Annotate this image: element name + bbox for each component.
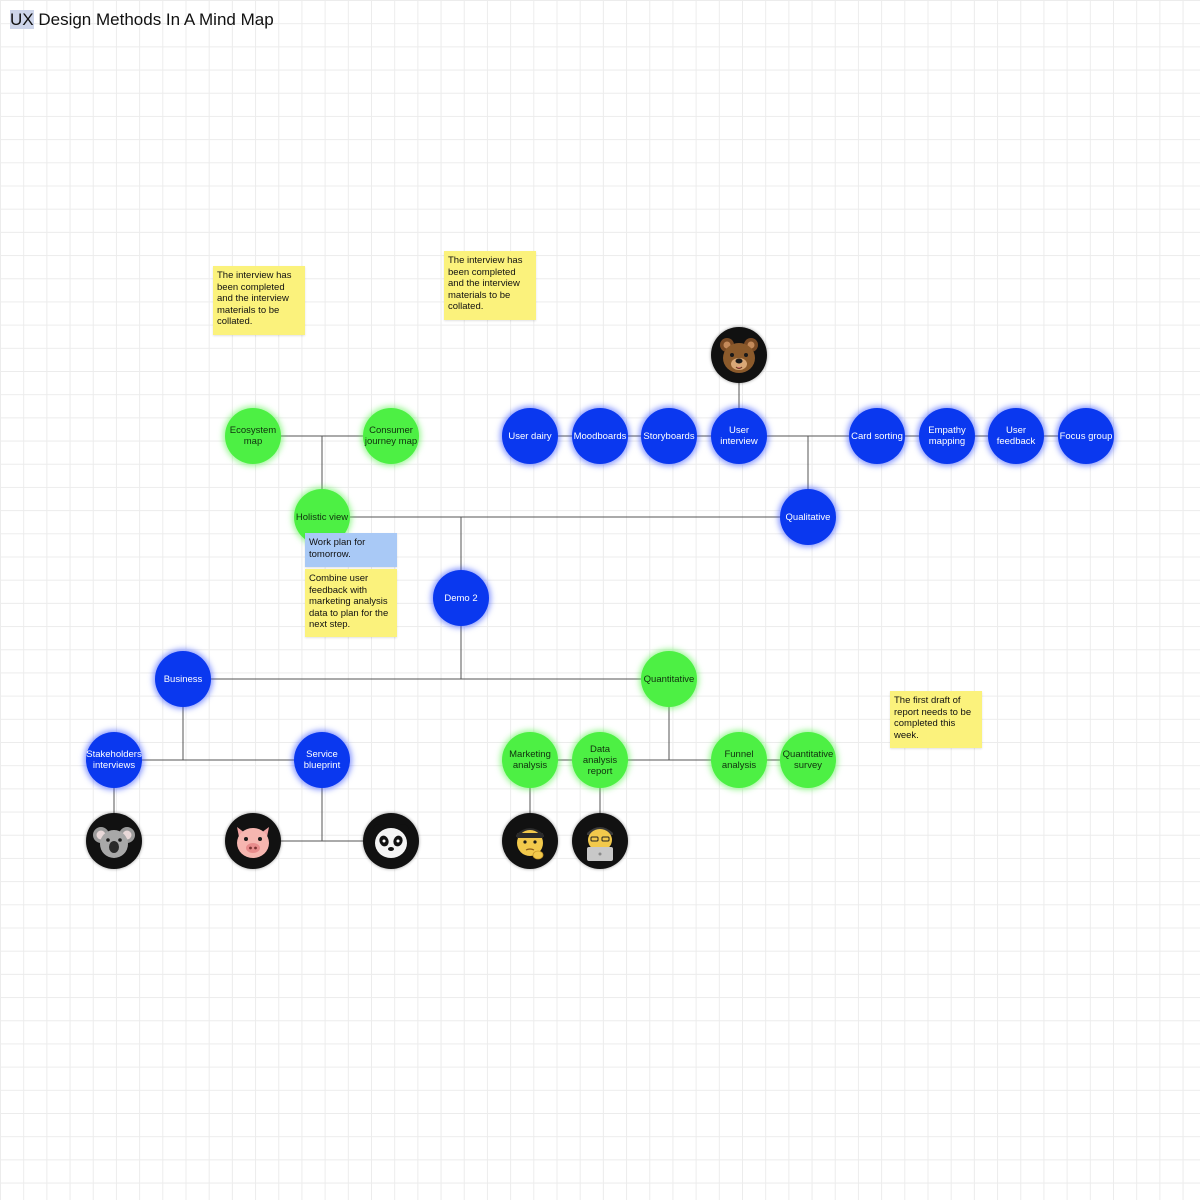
node-label: Quantitative survey <box>782 749 834 771</box>
panda-icon <box>373 824 409 858</box>
node-label: Moodboards <box>573 430 627 442</box>
note-text: The interview has been completed and the… <box>217 270 292 327</box>
note-text: Combine user feedback with marketing ana… <box>309 573 389 630</box>
node-label: Quantitative <box>643 673 695 685</box>
title-rest: Design Methods In A Mind Map <box>33 10 274 29</box>
node-quantitative-survey[interactable]: Quantitative survey <box>780 732 836 788</box>
node-label: Data analysis report <box>582 743 618 777</box>
pig-icon <box>237 827 269 858</box>
bear-icon <box>720 338 758 373</box>
node-user-feedback[interactable]: User feedback <box>988 408 1044 464</box>
node-service-blueprint[interactable]: Service blueprint <box>294 732 350 788</box>
node-label: Stakeholders interviews <box>86 749 142 771</box>
node-storyboards[interactable]: Storyboards <box>641 408 697 464</box>
node-label: Empathy mapping <box>928 425 966 447</box>
node-label: Storyboards <box>643 430 695 442</box>
sticky-note[interactable]: The first draft of report needs to be co… <box>890 691 982 748</box>
note-text: The interview has been completed and the… <box>448 255 523 312</box>
sticky-note-blue[interactable]: Work plan for tomorrow. <box>305 533 397 567</box>
node-funnel-analysis[interactable]: Funnel analysis <box>711 732 767 788</box>
node-user-interview[interactable]: User interview <box>711 408 767 464</box>
node-card-sorting[interactable]: Card sorting <box>849 408 905 464</box>
node-label: Holistic view <box>295 511 349 523</box>
sticky-note[interactable]: The interview has been completed and the… <box>213 266 305 335</box>
node-label: Qualitative <box>785 511 831 523</box>
node-label: Ecosystem map <box>229 425 277 447</box>
node-label: Marketing analysis <box>509 749 551 771</box>
title-highlight: UX <box>10 10 34 29</box>
node-label: Demo 2 <box>444 592 478 604</box>
note-text: Work plan for tomorrow. <box>309 537 366 560</box>
sticky-note[interactable]: Combine user feedback with marketing ana… <box>305 569 397 637</box>
node-moodboards[interactable]: Moodboards <box>572 408 628 464</box>
koala-avatar-icon[interactable] <box>86 813 142 869</box>
node-label: User feedback <box>996 425 1036 447</box>
thinking-person-avatar-icon[interactable] <box>502 813 558 869</box>
node-label: User interview <box>720 425 758 447</box>
node-label: Card sorting <box>851 430 903 442</box>
node-marketing-analysis[interactable]: Marketing analysis <box>502 732 558 788</box>
laptop-person-icon <box>587 827 613 861</box>
node-empathy-mapping[interactable]: Empathy mapping <box>919 408 975 464</box>
node-quantitative[interactable]: Quantitative <box>641 651 697 707</box>
koala-icon <box>93 827 135 858</box>
node-label: Service blueprint <box>303 749 341 771</box>
node-label: Consumer journey map <box>364 425 418 447</box>
pig-avatar-icon[interactable] <box>225 813 281 869</box>
node-user-dairy[interactable]: User dairy <box>502 408 558 464</box>
node-demo-2[interactable]: Demo 2 <box>433 570 489 626</box>
page-title: UX Design Methods In A Mind Map <box>10 10 274 30</box>
note-text: The first draft of report needs to be co… <box>894 695 972 741</box>
node-qualitative[interactable]: Qualitative <box>780 489 836 545</box>
node-ecosystem-map[interactable]: Ecosystem map <box>225 408 281 464</box>
node-label: Focus group <box>1059 430 1113 442</box>
node-label: Funnel analysis <box>721 749 757 771</box>
node-label: Business <box>163 673 203 685</box>
laptop-person-avatar-icon[interactable] <box>572 813 628 869</box>
panda-avatar-icon[interactable] <box>363 813 419 869</box>
node-focus-group[interactable]: Focus group <box>1058 408 1114 464</box>
sticky-note[interactable]: The interview has been completed and the… <box>444 251 536 320</box>
thinking-person-icon <box>516 828 544 860</box>
bear-avatar-icon[interactable] <box>711 327 767 383</box>
node-data-analysis-report[interactable]: Data analysis report <box>572 732 628 788</box>
node-business[interactable]: Business <box>155 651 211 707</box>
node-stakeholders-interviews[interactable]: Stakeholders interviews <box>86 732 142 788</box>
node-consumer-journey-map[interactable]: Consumer journey map <box>363 408 419 464</box>
node-label: User dairy <box>508 430 552 442</box>
